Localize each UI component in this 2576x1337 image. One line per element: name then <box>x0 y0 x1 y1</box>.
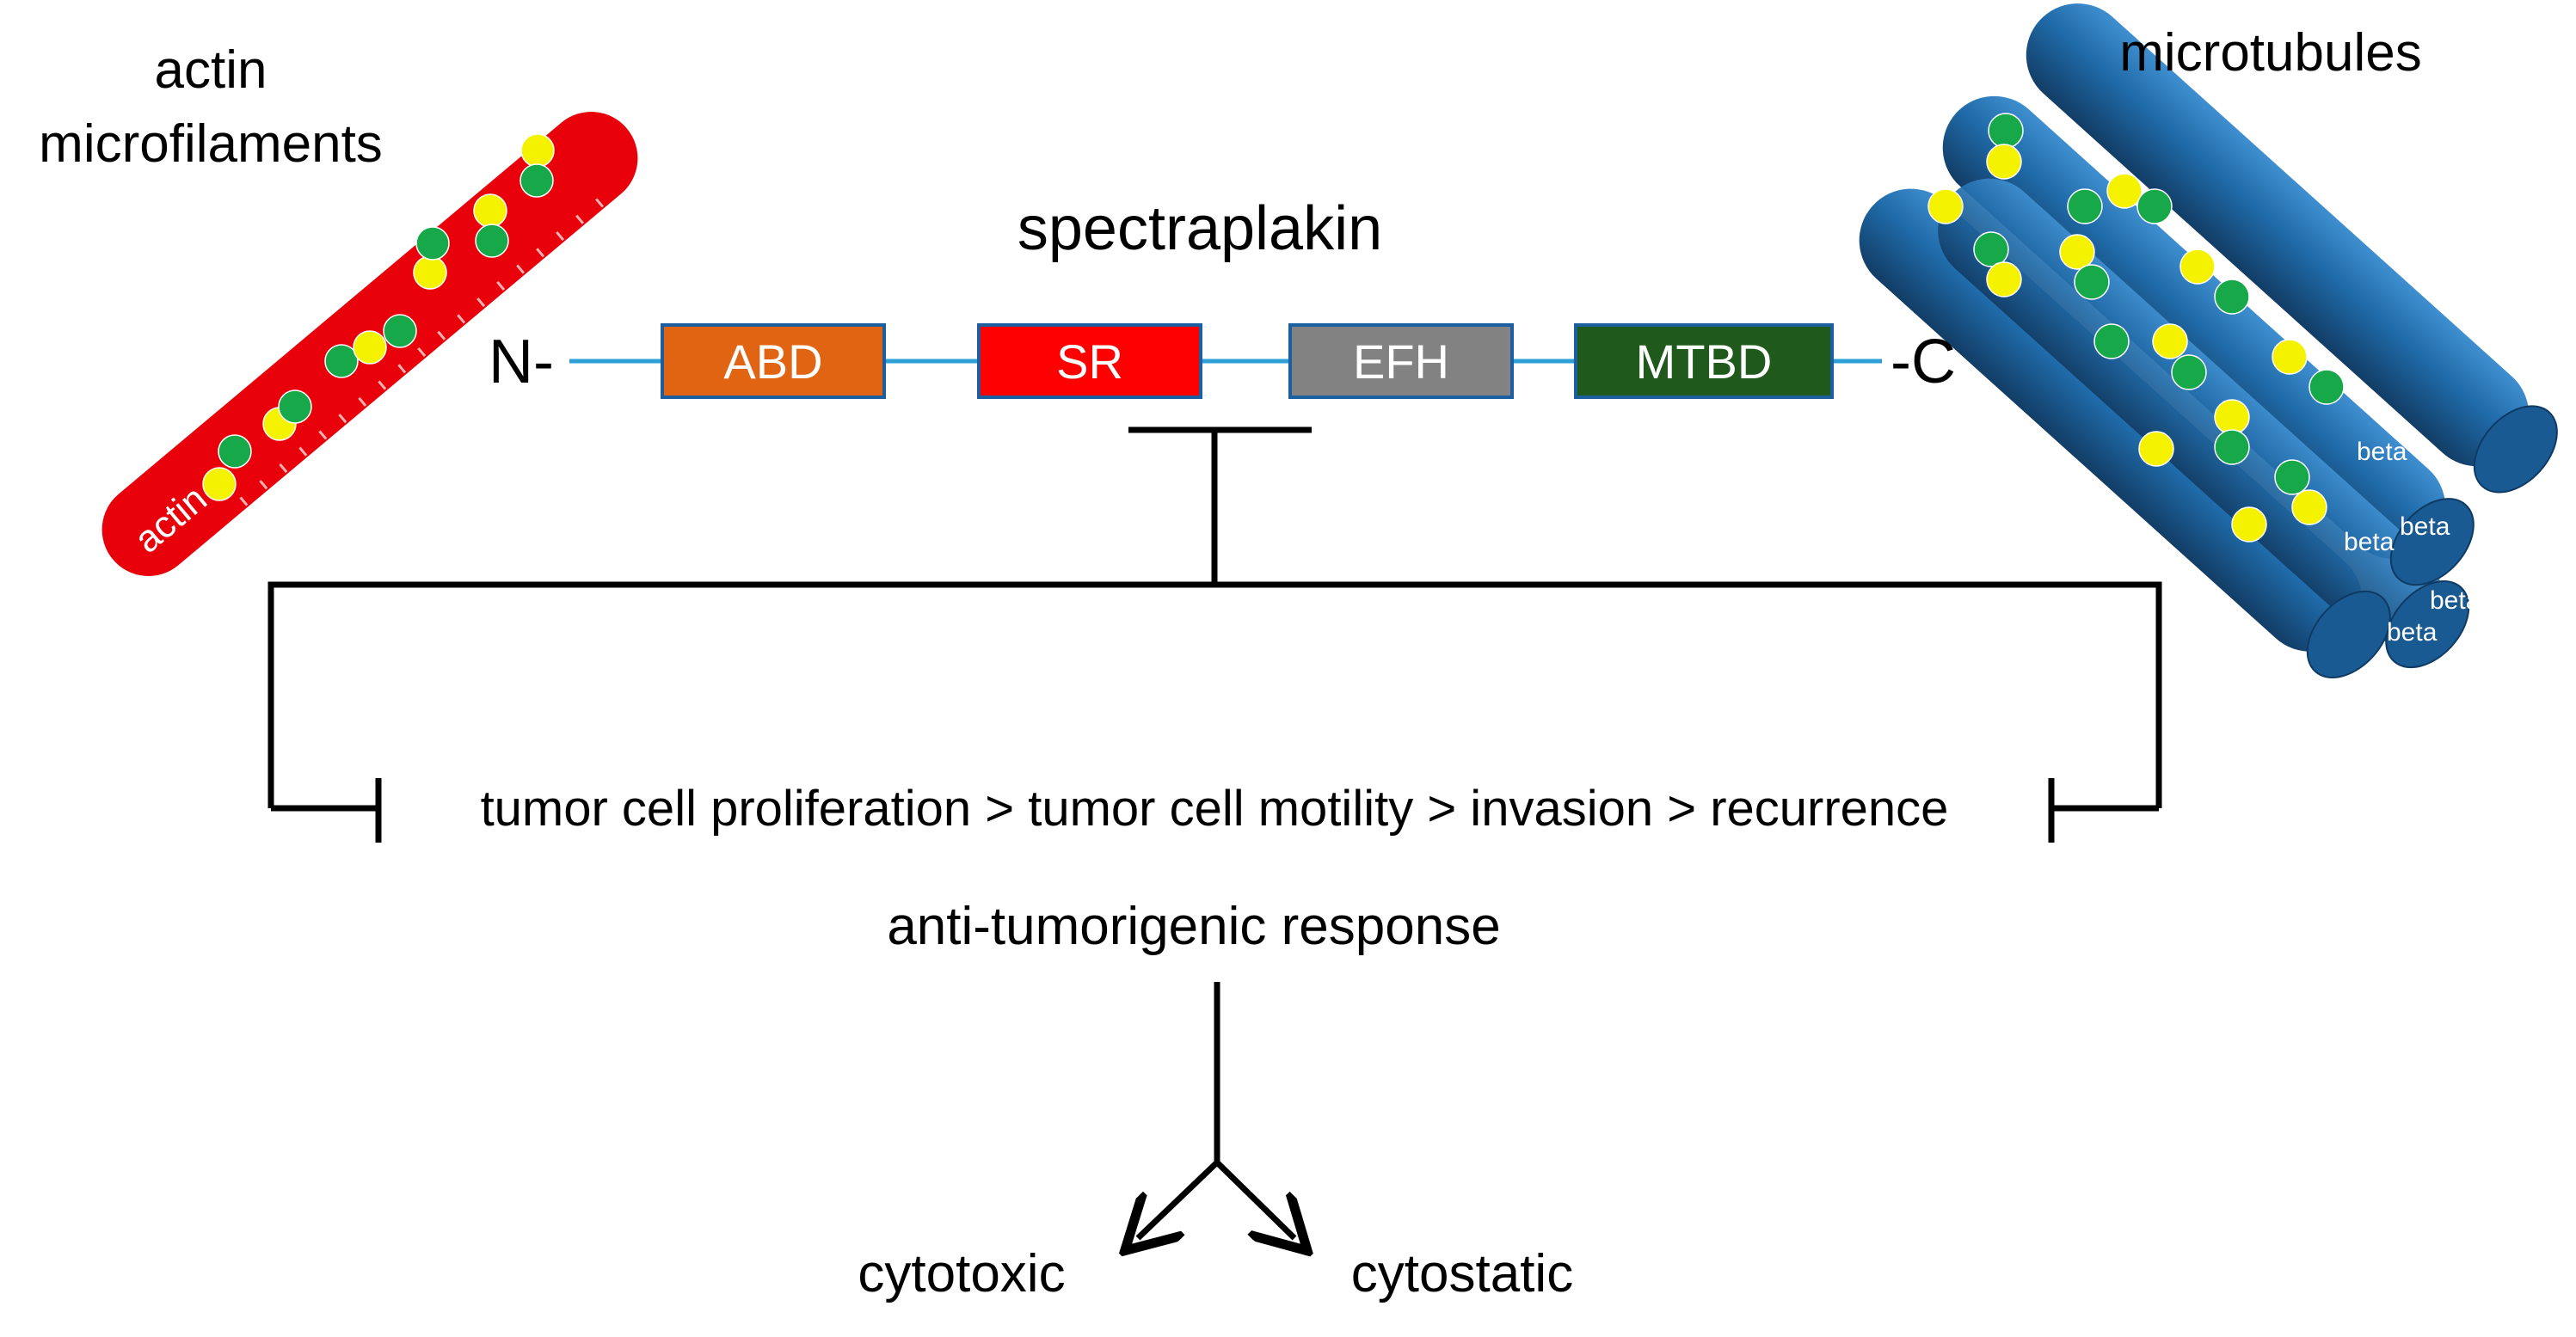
domain-abd-label: ABD <box>723 334 822 389</box>
protein-domain-map: N- -C ABD SR EFH MTBD <box>489 323 1956 399</box>
arrow-to-cytotoxic <box>1138 1160 1220 1238</box>
c-terminus-label: -C <box>1891 328 1956 396</box>
arrow-to-cytostatic <box>1214 1160 1294 1238</box>
tubulin-label-4: beta <box>2507 554 2558 582</box>
outcome-cytostatic: cytostatic <box>1351 1244 1573 1303</box>
protein-name: spectraplakin <box>1017 194 1382 263</box>
tubulin-label-3: beta <box>2344 528 2395 556</box>
tubulin-subunits <box>1927 113 2345 543</box>
actin-title-line1: actin <box>155 40 267 100</box>
microtubule-1 <box>2026 3 2530 467</box>
actin-title-line2: microfilaments <box>39 114 383 174</box>
domain-sr-label: SR <box>1056 334 1123 389</box>
response-label: anti-tumorigenic response <box>887 897 1500 956</box>
domain-sr: SR <box>977 323 1202 399</box>
domain-abd: ABD <box>661 323 886 399</box>
microtubule-end-caps <box>2306 405 2558 678</box>
tubulin-label-5: beta <box>2430 586 2481 615</box>
tubulin-label-2: beta <box>2400 512 2450 541</box>
microtubules-title: microtubules <box>2119 23 2421 83</box>
response-split-arrows <box>1138 982 1294 1238</box>
actin-subunits <box>202 133 555 501</box>
domain-mtbd: MTBD <box>1574 323 1834 399</box>
n-terminus-label: N- <box>489 328 554 396</box>
microtubule-bundle: beta beta beta beta beta beta <box>1859 3 2558 678</box>
bracket-line <box>267 581 2162 808</box>
process-chain: tumor cell proliferation > tumor cell mo… <box>481 781 1949 837</box>
tubulin-label-1: beta <box>2357 438 2407 466</box>
outcome-cytotoxic: cytotoxic <box>858 1244 1065 1303</box>
inhibition-connector <box>267 426 2162 843</box>
domain-mtbd-label: MTBD <box>1636 334 1773 389</box>
microtubule-4 <box>1938 178 2441 641</box>
tubulin-label-6: beta <box>2387 618 2438 647</box>
domain-efh: EFH <box>1288 323 1514 399</box>
domain-efh-label: EFH <box>1353 334 1449 389</box>
actin-ticks <box>239 198 605 506</box>
